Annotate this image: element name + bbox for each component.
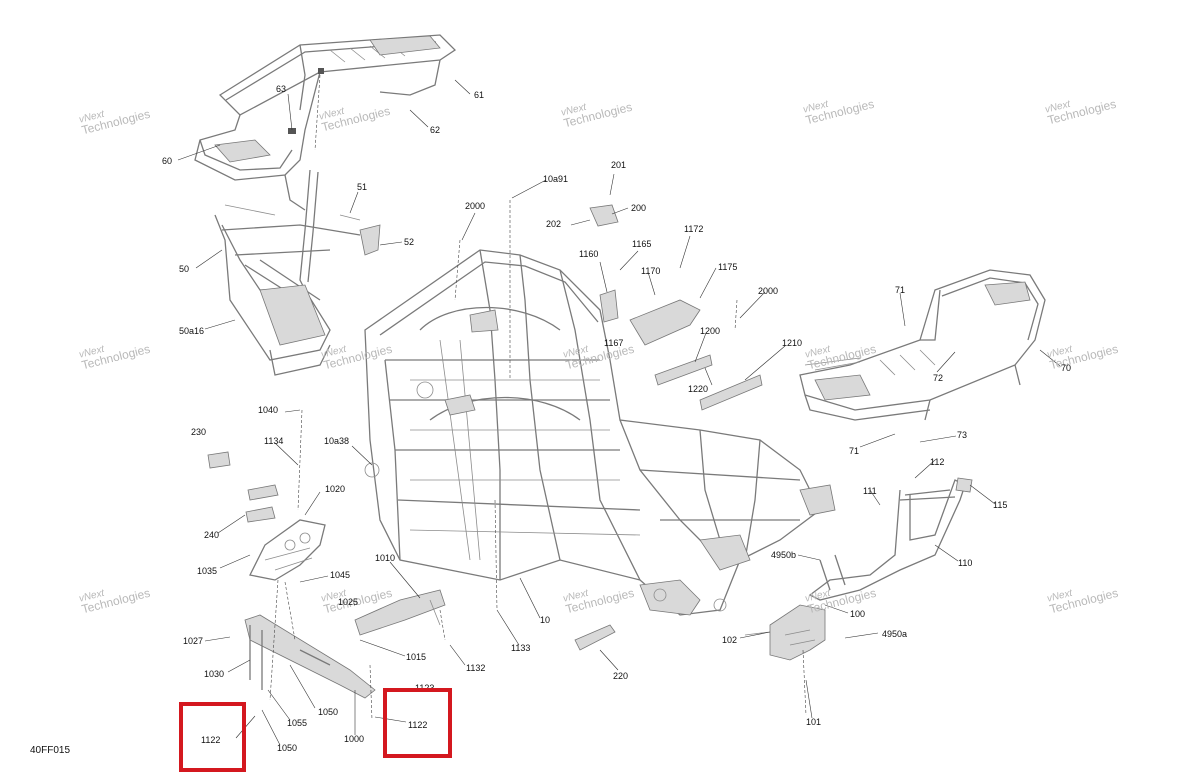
part-callout[interactable]: 111 xyxy=(863,486,877,496)
part-callout[interactable]: 101 xyxy=(806,717,822,727)
part-callout[interactable]: 1122 xyxy=(408,720,428,730)
part-callout[interactable]: 2000 xyxy=(465,201,486,211)
part-callout[interactable]: 51 xyxy=(357,182,368,192)
part-callout[interactable]: 112 xyxy=(930,457,945,467)
part-callout[interactable]: 2000 xyxy=(758,286,779,296)
part-callout[interactable]: 52 xyxy=(404,237,415,247)
rear-arm-drawing xyxy=(808,477,973,601)
part-callout[interactable]: 220 xyxy=(613,671,629,681)
part-callout[interactable]: 1050 xyxy=(318,707,339,717)
part-callout[interactable]: 240 xyxy=(204,530,220,540)
part-callout[interactable]: 70 xyxy=(1061,363,1072,373)
part-callout[interactable]: 1020 xyxy=(325,484,346,494)
part-callout[interactable]: 72 xyxy=(933,373,944,383)
part-callout[interactable]: 230 xyxy=(191,427,207,437)
part-callout[interactable]: 50 xyxy=(179,264,190,274)
front-rack-drawing xyxy=(194,34,457,211)
part-callout[interactable]: 1170 xyxy=(641,266,661,276)
part-callout[interactable]: 1010 xyxy=(375,553,396,563)
part-callout[interactable]: 61 xyxy=(474,90,485,100)
bracket-100-drawing xyxy=(744,604,826,661)
part-callout[interactable]: 1045 xyxy=(330,570,351,580)
part-callout[interactable]: 1132 xyxy=(466,663,486,673)
diagram-code: 40FF015 xyxy=(30,745,71,756)
part-callout[interactable]: 1035 xyxy=(197,566,218,576)
part-callout[interactable]: 1133 xyxy=(511,643,531,653)
part-callout[interactable]: 1172 xyxy=(684,224,704,234)
highlight-box-1122-left xyxy=(179,702,246,772)
part-callout[interactable]: 50a16 xyxy=(179,326,205,336)
lower-bracket-drawing xyxy=(207,451,446,699)
part-callout[interactable]: 1030 xyxy=(204,669,225,679)
part-callout[interactable]: 1210 xyxy=(782,338,803,348)
rail-and-bracket-drawing xyxy=(364,204,763,651)
part-callout[interactable]: 4950a xyxy=(882,629,908,639)
part-callout[interactable]: 1025 xyxy=(338,597,359,607)
front-bumper-drawing xyxy=(214,169,381,376)
part-callout[interactable]: 102 xyxy=(722,635,738,645)
part-callout[interactable]: 1040 xyxy=(258,405,279,415)
main-chassis-drawing xyxy=(364,249,836,616)
part-callout[interactable]: 63 xyxy=(276,84,287,94)
part-callout[interactable]: 1165 xyxy=(632,239,652,249)
part-callout[interactable]: 62 xyxy=(430,125,441,135)
part-callout[interactable]: 10a38 xyxy=(324,436,350,446)
part-callout[interactable]: 110 xyxy=(958,558,973,568)
part-callout[interactable]: 100 xyxy=(850,609,866,619)
part-callout[interactable]: 10a91 xyxy=(543,174,569,184)
part-callout[interactable]: 60 xyxy=(162,156,173,166)
part-callout[interactable]: 1175 xyxy=(718,262,738,272)
part-callout[interactable]: 4950b xyxy=(771,550,797,560)
part-callout[interactable]: 1055 xyxy=(287,718,308,728)
part-callout[interactable]: 1220 xyxy=(688,384,709,394)
part-callout[interactable]: 1122 xyxy=(201,735,221,745)
part-callout[interactable]: 71 xyxy=(849,446,860,456)
leader-lines xyxy=(177,74,1061,746)
part-callout[interactable]: 202 xyxy=(546,219,562,229)
highlight-box-1122-right xyxy=(383,688,452,758)
part-callout[interactable]: 115 xyxy=(993,500,1008,510)
part-callout[interactable]: 73 xyxy=(957,430,968,440)
part-callout[interactable]: 1015 xyxy=(406,652,427,662)
rear-rack-drawing xyxy=(799,269,1046,421)
part-callout[interactable]: 200 xyxy=(631,203,647,213)
part-callout[interactable]: 10 xyxy=(540,615,551,625)
part-callout[interactable]: 1200 xyxy=(700,326,721,336)
part-callout[interactable]: 201 xyxy=(611,160,627,170)
part-callout[interactable]: 1134 xyxy=(264,436,284,446)
part-callout[interactable]: 1160 xyxy=(579,249,599,259)
part-callout[interactable]: 1027 xyxy=(183,636,204,646)
part-callout[interactable]: 1000 xyxy=(344,734,365,744)
part-callout[interactable]: 1050 xyxy=(277,743,298,753)
part-callout[interactable]: 1167 xyxy=(604,338,624,348)
part-callout[interactable]: 71 xyxy=(895,285,906,295)
